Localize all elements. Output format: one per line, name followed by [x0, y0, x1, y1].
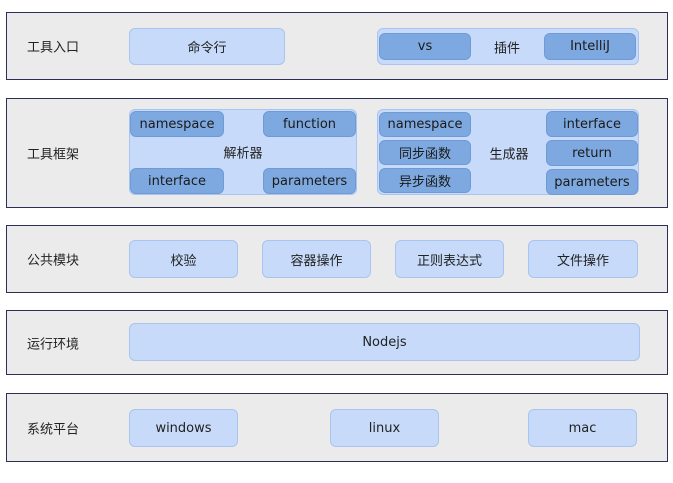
layer-common-modules: 公共模块 校验 容器操作 正则表达式 文件操作: [6, 225, 668, 293]
layer-label-runtime: 运行环境: [27, 337, 80, 352]
common-validation-box: 校验: [129, 240, 238, 278]
layer-label-common-modules: 公共模块: [27, 253, 80, 269]
plugin-vs-chip: vs: [379, 33, 471, 60]
generator-namespace-chip: namespace: [379, 112, 471, 137]
layer-label-platform: 系统平台: [27, 422, 80, 437]
parser-interface-chip: interface: [130, 168, 224, 194]
common-regex-box: 正则表达式: [395, 240, 504, 278]
generator-sync-func-chip: 同步函数: [379, 140, 471, 165]
layer-tool-framework: 工具框架 namespace function 解析器 interface pa…: [6, 98, 668, 208]
parser-namespace-chip: namespace: [130, 111, 224, 137]
layer-label-tool-entry: 工具入口: [27, 40, 80, 56]
plugin-intellij-chip: IntelliJ: [544, 33, 636, 60]
parser-label: 解析器: [223, 146, 263, 162]
platform-mac-box: mac: [528, 409, 637, 447]
layer-tool-entry: 工具入口 命令行 vs 插件 IntelliJ: [6, 12, 668, 80]
common-container-ops-box: 容器操作: [262, 240, 371, 278]
runtime-nodejs-box: Nodejs: [129, 323, 640, 361]
generator-async-func-chip: 异步函数: [379, 168, 471, 193]
layer-platform: 系统平台 windows linux mac: [6, 393, 668, 462]
parser-group: namespace function 解析器 interface paramet…: [129, 109, 357, 195]
platform-windows-box: windows: [129, 409, 238, 447]
plugin-label: 插件: [493, 41, 521, 57]
common-file-ops-box: 文件操作: [528, 240, 638, 278]
generator-return-chip: return: [546, 140, 638, 166]
plugin-group: vs 插件 IntelliJ: [377, 28, 639, 65]
cli-box: 命令行: [129, 28, 285, 65]
generator-interface-chip: interface: [546, 111, 638, 137]
platform-linux-box: linux: [330, 409, 439, 447]
generator-parameters-chip: parameters: [546, 169, 638, 195]
parser-parameters-chip: parameters: [263, 168, 356, 194]
generator-label: 生成器: [489, 147, 529, 163]
layer-runtime: 运行环境 Nodejs: [6, 310, 668, 375]
parser-function-chip: function: [263, 111, 356, 137]
layer-label-tool-framework: 工具框架: [27, 147, 80, 163]
generator-group: namespace 同步函数 异步函数 生成器 interface return…: [377, 109, 639, 195]
